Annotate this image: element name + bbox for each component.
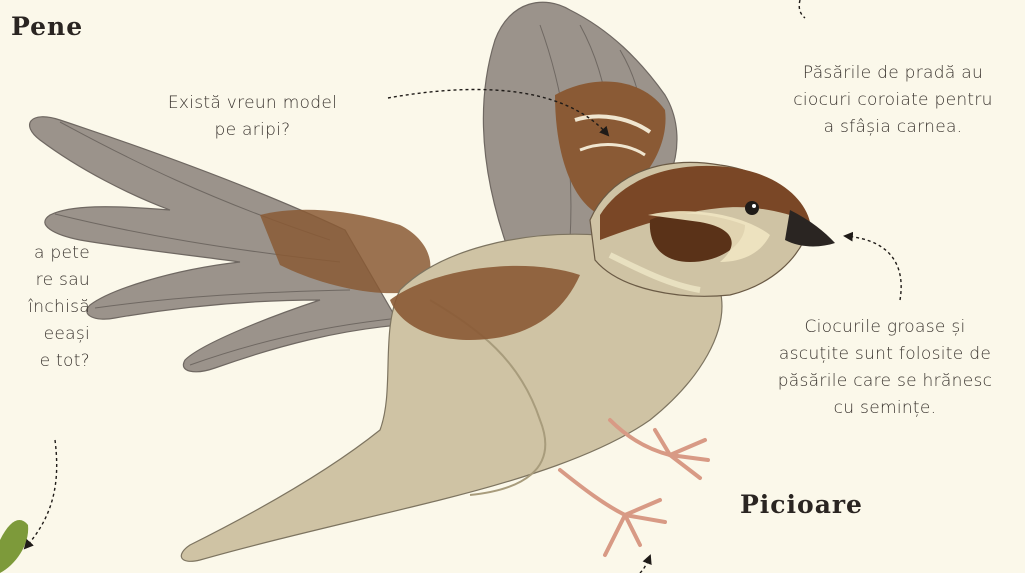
heading-legs: Picioare: [740, 490, 863, 519]
note-line: Există vreun model: [130, 90, 375, 117]
note-line: Ciocurile groase și: [740, 314, 1025, 341]
note-line: păsările care se hrănesc: [740, 368, 1025, 395]
note-line: cu semințe.: [740, 395, 1025, 422]
note-hooked-beaks: Păsările de pradă au ciocuri coroiate pe…: [758, 60, 1025, 141]
note-line: a pete: [0, 240, 90, 267]
note-line: pe aripi?: [130, 117, 375, 144]
note-line: a sfâșia carnea.: [758, 114, 1025, 141]
note-line: e tot?: [0, 348, 90, 375]
note-line: ascuțite sunt folosite de: [740, 341, 1025, 368]
note-line: eeași: [0, 321, 90, 348]
note-line: re sau: [0, 267, 90, 294]
note-line: închisă: [0, 294, 90, 321]
note-line: Păsările de pradă au: [758, 60, 1025, 87]
note-spots: a pete re sau închisă eeași e tot?: [0, 240, 90, 375]
leaf-decoration: [0, 520, 28, 573]
note-wing-pattern: Există vreun model pe aripi?: [130, 90, 375, 144]
bird-head: [590, 162, 835, 296]
note-thick-beaks: Ciocurile groase și ascuțite sunt folosi…: [740, 314, 1025, 422]
heading-feathers: Pene: [11, 12, 83, 41]
note-line: ciocuri coroiate pentru: [758, 87, 1025, 114]
